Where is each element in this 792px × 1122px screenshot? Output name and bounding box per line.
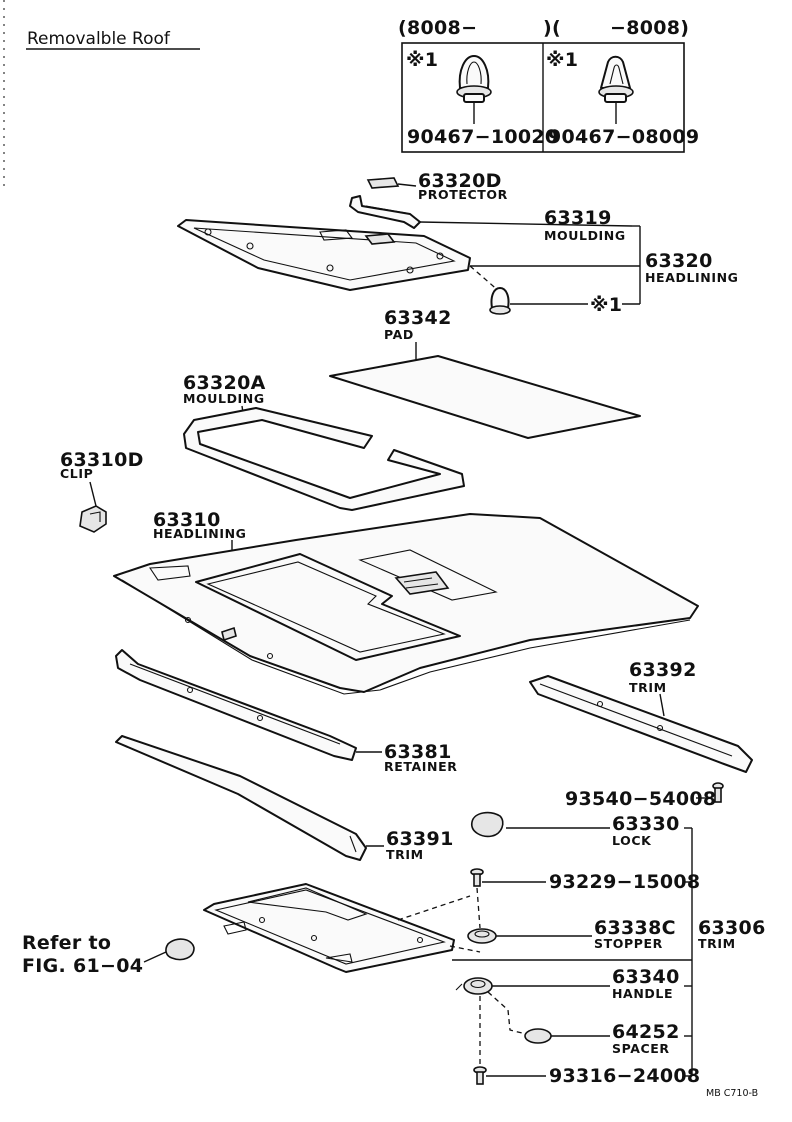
part-93316-24008-number: 93316−24008 (549, 1065, 700, 1087)
part-63340-name: HANDLE (612, 986, 673, 1001)
part-63391-name: TRIM (386, 847, 424, 862)
part-93229-15008-number: 93229−15008 (549, 871, 700, 893)
knob-refer-icon (165, 938, 195, 961)
clip-90467-08009-icon (598, 55, 634, 124)
dash-screw-to-stopper (476, 887, 481, 929)
part-63319-number: 63319 (544, 207, 612, 229)
drawing-code: MB C710-B (706, 1088, 758, 1099)
variant-2-mark: ※1 (546, 49, 578, 71)
part-63381-name: RETAINER (384, 759, 457, 774)
part-63381-number: 63381 (384, 741, 452, 763)
part-93540-54008-number: 93540−54008 (565, 788, 716, 810)
part-64252-number: 64252 (612, 1021, 680, 1043)
screw-93316-24008-icon (473, 1066, 487, 1085)
part-63338c-number: 63338C (594, 917, 676, 939)
part-63310d-number: 63310D (60, 449, 144, 471)
part-63330-number: 63330 (612, 813, 680, 835)
part-64252-name: SPACER (612, 1041, 670, 1056)
headlining-63310-part (113, 513, 699, 695)
part-63338c-name: STOPPER (594, 936, 663, 951)
leader-refer (143, 951, 167, 963)
moulding-63319-part (349, 195, 633, 229)
date-range-right: −8008) (610, 17, 689, 39)
part-63310-number: 63310 (153, 509, 221, 531)
retainer-63381-part (115, 649, 357, 761)
part-63392-number: 63392 (629, 659, 697, 681)
variant-1-part-number: 90467−10020 (407, 126, 558, 148)
handle-63340-icon (455, 977, 493, 995)
diagram-title: Removalble Roof (27, 29, 171, 49)
part-63320d-name: PROTECTOR (418, 187, 508, 202)
stopper-63338c-icon (467, 928, 497, 944)
leader-63310d (89, 481, 97, 507)
part-63306-number: 63306 (698, 917, 766, 939)
refer-line-2: FIG. 61−04 (22, 955, 143, 977)
protector-63320d-part (366, 177, 417, 189)
part-63320-number: 63320 (645, 250, 713, 272)
trim-63391-part (115, 735, 367, 861)
part-63310d-name: CLIP (60, 466, 93, 481)
variant-2-part-number: 90467−08009 (548, 126, 699, 148)
clip-90467-10020-icon (456, 55, 492, 124)
part-63320a-name: MOULDING (183, 391, 265, 406)
refer-line-1: Refer to (22, 932, 111, 954)
part-63330-name: LOCK (612, 833, 652, 848)
headlining-63320-part (177, 219, 501, 293)
part-63342-name: PAD (384, 327, 414, 342)
dash-handle-to-spacer (487, 991, 527, 1035)
part-63340-number: 63340 (612, 966, 680, 988)
part-63310-name: HEADLINING (153, 526, 247, 541)
part-63306-name: TRIM (698, 936, 736, 951)
part-63392-name: TRIM (629, 680, 667, 695)
screw-93540-54008-icon (712, 782, 724, 803)
variant-1-mark: ※1 (406, 49, 438, 71)
date-range-left: (8008− (398, 17, 477, 39)
leader-63392 (659, 693, 665, 717)
date-range-mid: )( (543, 17, 561, 39)
moulding-63320a-part (183, 407, 465, 511)
part-63319-name: MOULDING (544, 228, 626, 243)
screw-93229-15008-icon (470, 868, 484, 887)
lock-63330-icon (471, 811, 504, 838)
part-63391-number: 63391 (386, 828, 454, 850)
spacer-64252-icon (524, 1028, 552, 1044)
trim-63392-part (529, 675, 753, 773)
part-63342-number: 63342 (384, 307, 452, 329)
part-63320-name: HEADLINING (645, 270, 739, 285)
sunroof-trim-panel-part (203, 883, 481, 973)
part-63320d-number: 63320D (418, 170, 502, 192)
clip-63310d-icon (79, 505, 107, 533)
clip-mark-1-icon (489, 287, 588, 315)
part-63320a-number: 63320A (183, 372, 266, 394)
pad-63342-part (329, 355, 641, 439)
part-mark-1: ※1 (590, 294, 622, 316)
